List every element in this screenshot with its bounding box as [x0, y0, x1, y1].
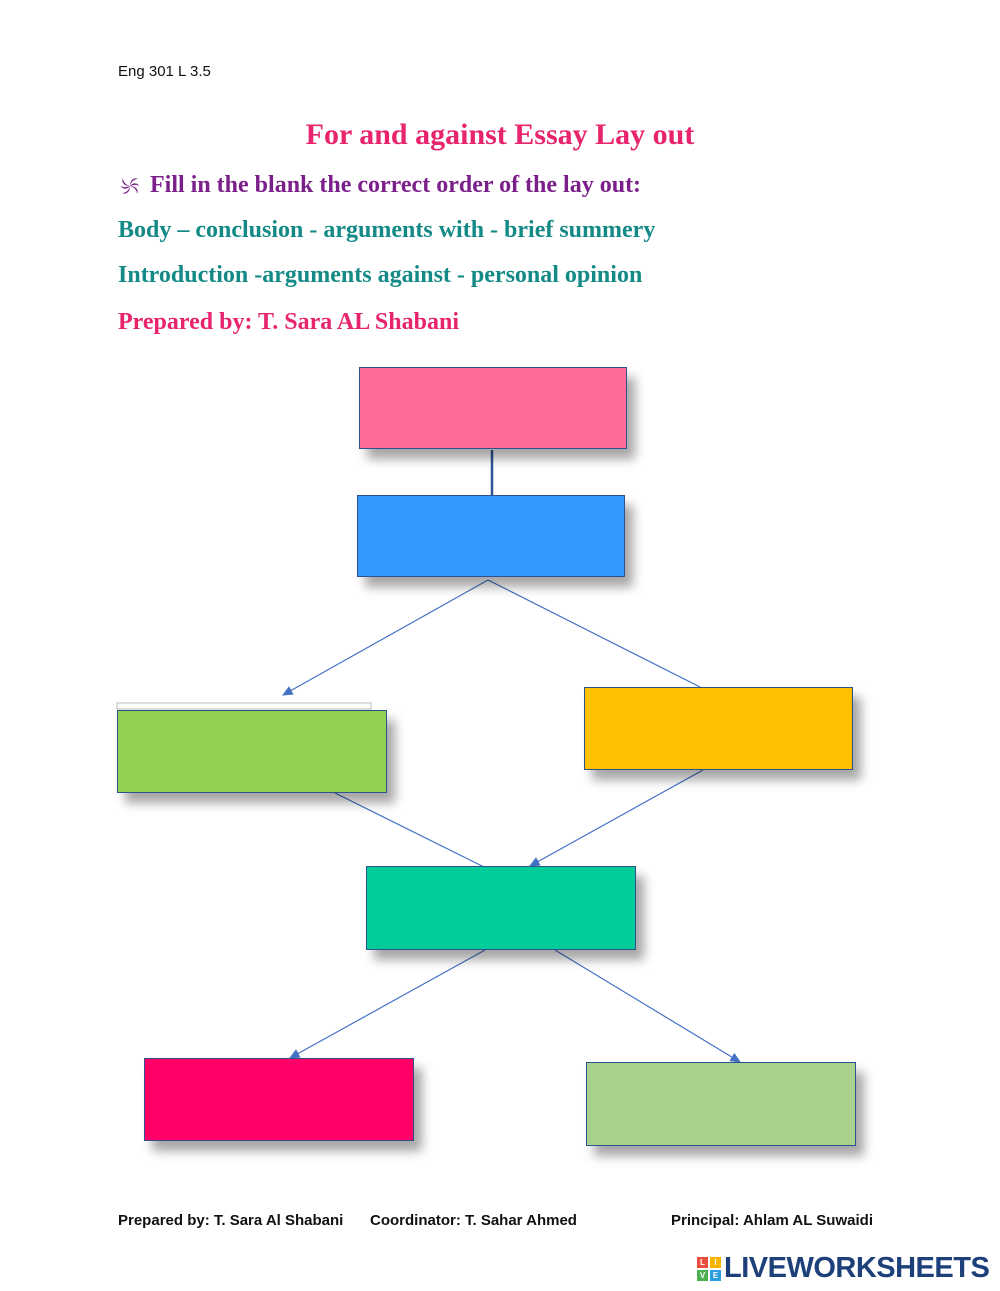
footer-coordinator: Coordinator: T. Sahar Ahmed: [370, 1212, 577, 1229]
connector-3-5: [334, 792, 487, 869]
logo-tile: E: [710, 1269, 721, 1281]
layout-box-3: [117, 710, 387, 793]
footer-principal: Principal: Ahlam AL Suwaidi: [671, 1212, 873, 1229]
answer-input-2[interactable]: [358, 496, 624, 576]
logo-text: LIVEWORKSHEETS: [724, 1252, 990, 1284]
connector-5-7: [554, 949, 742, 1063]
logo-tile: I: [710, 1256, 721, 1268]
layout-box-1: [359, 367, 627, 449]
answer-input-7[interactable]: [587, 1063, 855, 1145]
layout-box-7: [586, 1062, 856, 1146]
prepared-by-heading: Prepared by: T. Sara AL Shabani: [118, 309, 459, 335]
answer-input-1[interactable]: [360, 368, 626, 448]
answer-input-6[interactable]: [145, 1059, 413, 1140]
connector-2-3: [281, 579, 489, 696]
swirl-icon: [121, 177, 139, 194]
ghost-box-outline: [116, 702, 372, 710]
layout-box-2: [357, 495, 625, 577]
word-bank-line-1: Body – conclusion - arguments with - bri…: [118, 217, 656, 243]
instruction: Fill in the blank the correct order of t…: [118, 172, 641, 199]
liveworksheets-logo: L I V E LIVEWORKSHEETS: [697, 1252, 990, 1285]
answer-input-5[interactable]: [367, 867, 635, 949]
course-code: Eng 301 L 3.5: [118, 63, 211, 80]
answer-input-3[interactable]: [118, 711, 386, 792]
layout-box-6: [144, 1058, 414, 1141]
footer-prepared-by: Prepared by: T. Sara Al Shabani: [118, 1212, 344, 1229]
layout-box-4: [584, 687, 853, 770]
logo-tile: V: [697, 1269, 708, 1281]
connector-4-5: [528, 769, 704, 867]
logo-tiles-icon: L I V E: [697, 1256, 721, 1281]
word-bank-line-2: Introduction -arguments against - person…: [118, 262, 643, 288]
worksheet-title: For and against Essay Lay out: [305, 118, 695, 151]
connector-5-6: [288, 949, 486, 1059]
logo-tile: L: [697, 1256, 708, 1268]
answer-input-4[interactable]: [585, 688, 852, 769]
instruction-text: Fill in the blank the correct order of t…: [150, 172, 642, 198]
connector-2-4: [487, 579, 701, 688]
layout-box-5: [366, 866, 636, 950]
